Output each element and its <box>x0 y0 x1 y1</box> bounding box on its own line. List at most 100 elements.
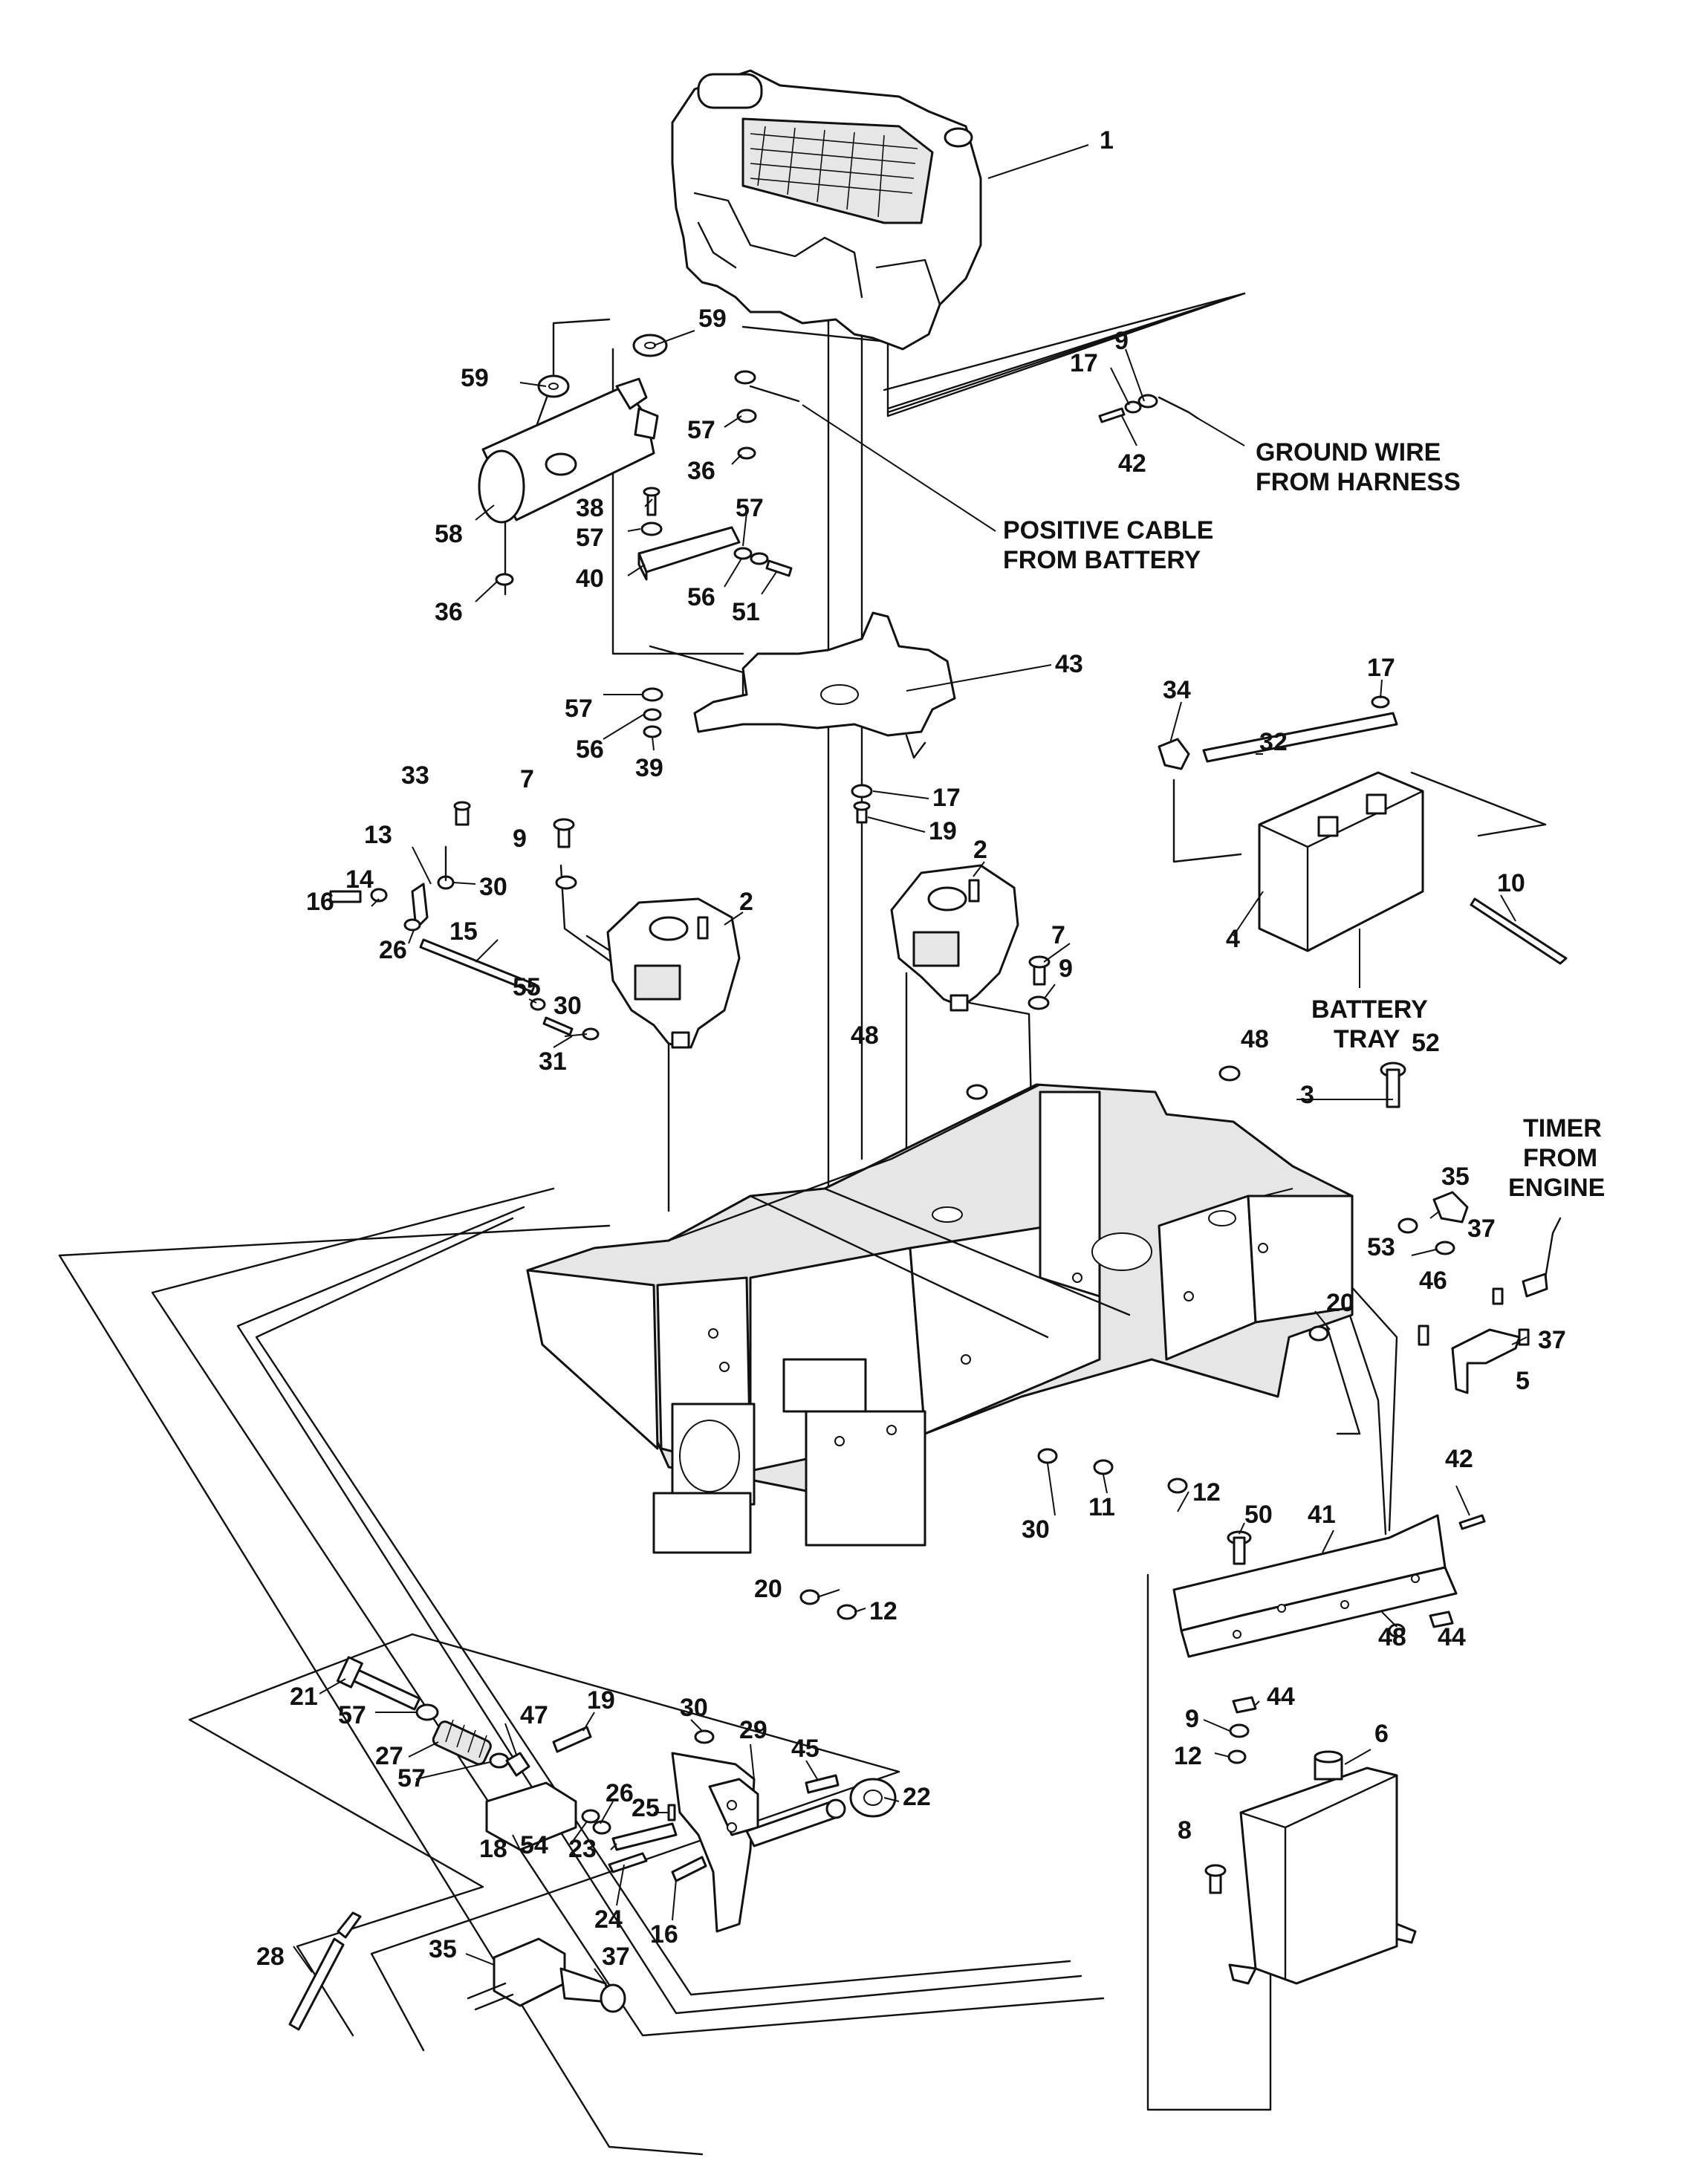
callout-42: 42 <box>1118 449 1146 478</box>
callout-56: 56 <box>576 735 604 764</box>
callout-19: 19 <box>929 817 957 845</box>
callout-59: 59 <box>698 305 727 333</box>
callout-5: 5 <box>1516 1367 1530 1395</box>
callout-47: 47 <box>520 1701 548 1729</box>
callout-36: 36 <box>435 598 463 626</box>
bolt-52 <box>1380 1062 1406 1108</box>
callout-40: 40 <box>576 565 604 593</box>
callout-23: 23 <box>568 1835 597 1863</box>
callout-3: 3 <box>1300 1081 1314 1109</box>
callout-7: 7 <box>520 765 534 793</box>
callout-21: 21 <box>290 1683 318 1711</box>
ground-wire-note-line1: GROUND WIRE <box>1256 438 1441 467</box>
callout-57: 57 <box>397 1764 426 1793</box>
callout-57: 57 <box>338 1701 366 1729</box>
positive-cable-note-line2: FROM BATTERY <box>1003 546 1201 574</box>
callout-16: 16 <box>650 1920 678 1949</box>
callout-52: 52 <box>1412 1029 1440 1057</box>
callout-58: 58 <box>435 520 463 548</box>
callout-53: 53 <box>1367 1233 1395 1261</box>
callout-51: 51 <box>732 598 760 626</box>
callout-24: 24 <box>594 1905 623 1934</box>
callout-12: 12 <box>1174 1742 1202 1770</box>
callout-48: 48 <box>1378 1623 1406 1651</box>
battery-tray-note-line2: TRAY <box>1334 1025 1400 1053</box>
callout-11: 11 <box>1088 1493 1115 1521</box>
callout-30: 30 <box>1022 1515 1050 1544</box>
callout-30: 30 <box>479 873 507 901</box>
battery-tray-note-line1: BATTERY <box>1311 995 1428 1024</box>
bracket-41 <box>1172 1514 1486 1764</box>
callout-35: 35 <box>429 1935 457 1963</box>
callout-15: 15 <box>449 917 478 946</box>
callout-12: 12 <box>1192 1478 1221 1507</box>
callout-17: 17 <box>932 784 961 812</box>
callout-57: 57 <box>687 416 715 444</box>
callout-30: 30 <box>554 992 582 1020</box>
bolt-17-19 <box>851 784 873 824</box>
callout-57: 57 <box>565 695 593 723</box>
callout-13: 13 <box>364 821 392 849</box>
callout-14: 14 <box>345 865 374 894</box>
timer-note-line2: FROM <box>1523 1144 1597 1172</box>
main-frame-3 <box>526 1065 1418 1620</box>
control-assembly <box>288 1656 897 2031</box>
callout-20: 20 <box>1326 1289 1354 1317</box>
callout-38: 38 <box>576 494 604 522</box>
callout-20: 20 <box>754 1575 782 1603</box>
callout-6: 6 <box>1374 1720 1389 1748</box>
callout-41: 41 <box>1308 1501 1336 1529</box>
mounting-plate-43 <box>641 611 956 759</box>
ground-wire-hardware <box>1098 394 1199 423</box>
callout-44: 44 <box>1267 1683 1295 1711</box>
callout-2: 2 <box>739 888 753 916</box>
callout-10: 10 <box>1497 869 1525 897</box>
callout-leader-lines <box>293 144 1528 1984</box>
ground-wire-note-line2: FROM HARNESS <box>1256 468 1461 496</box>
callout-18: 18 <box>479 1835 507 1863</box>
callout-45: 45 <box>791 1735 819 1763</box>
callout-43: 43 <box>1055 650 1083 678</box>
hardware-57-36 <box>495 370 800 586</box>
bracket-40 <box>637 487 793 581</box>
battery-part <box>1158 695 1568 965</box>
callout-48: 48 <box>851 1021 879 1050</box>
carburetor-right <box>890 864 1019 1012</box>
callout-37: 37 <box>1467 1215 1496 1243</box>
callout-35: 35 <box>1441 1163 1470 1191</box>
callout-27: 27 <box>375 1742 403 1770</box>
callout-37: 37 <box>602 1943 630 1971</box>
callout-17: 17 <box>1070 349 1098 377</box>
callout-33: 33 <box>401 761 429 790</box>
callout-26: 26 <box>379 936 407 964</box>
timer-note-line3: ENGINE <box>1508 1174 1605 1202</box>
tank-6 <box>1204 1750 1417 1985</box>
callout-19: 19 <box>587 1686 615 1715</box>
callout-16: 16 <box>306 888 334 916</box>
callout-22: 22 <box>903 1783 931 1811</box>
callout-29: 29 <box>739 1716 767 1744</box>
callout-12: 12 <box>869 1597 897 1625</box>
callout-9: 9 <box>1185 1705 1199 1733</box>
switch-35-bracket-5 <box>1418 1191 1562 1394</box>
callout-25: 25 <box>632 1794 660 1822</box>
callout-2: 2 <box>973 836 987 864</box>
callout-36: 36 <box>687 457 715 485</box>
callout-34: 34 <box>1163 676 1191 704</box>
callout-30: 30 <box>680 1694 708 1722</box>
timer-note-line1: TIMER <box>1523 1114 1602 1143</box>
callout-59: 59 <box>461 364 489 392</box>
engine-part <box>671 69 982 351</box>
callout-44: 44 <box>1438 1623 1466 1651</box>
callout-54: 54 <box>520 1831 548 1859</box>
callout-39: 39 <box>635 754 663 782</box>
callout-8: 8 <box>1178 1816 1192 1845</box>
callout-7: 7 <box>1051 921 1065 949</box>
callout-9: 9 <box>1059 955 1073 983</box>
note-labels: GROUND WIRE FROM HARNESS POSITIVE CABLE … <box>802 404 1605 1202</box>
callout-42: 42 <box>1445 1445 1473 1473</box>
callout-48: 48 <box>1241 1025 1269 1053</box>
callout-50: 50 <box>1244 1501 1273 1529</box>
carburetor-left <box>606 897 741 1049</box>
